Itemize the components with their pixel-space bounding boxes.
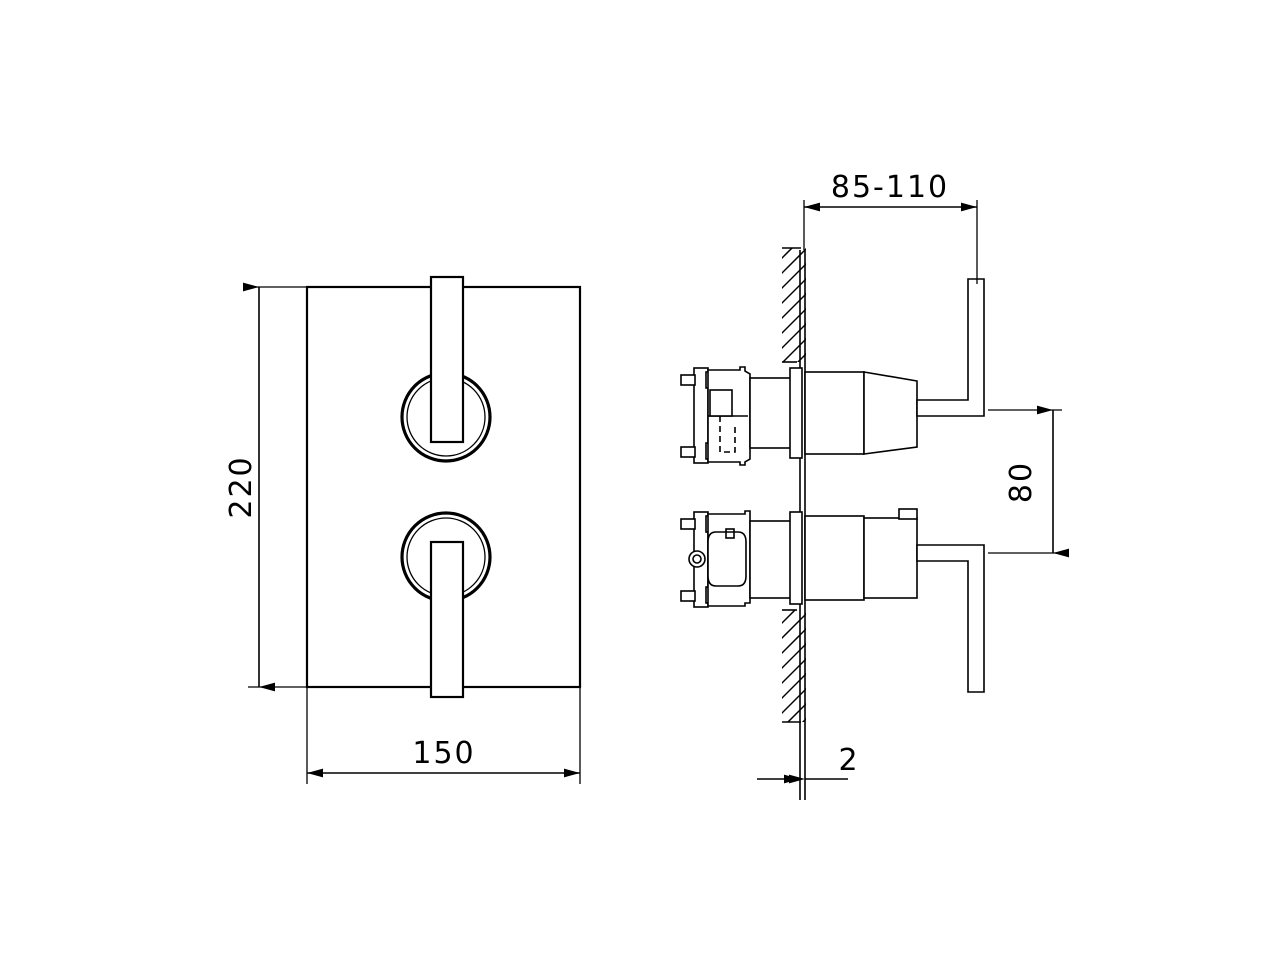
upper-escutcheon-collar [789, 367, 803, 459]
wall-hatch-upper [782, 248, 806, 362]
projection-dimension-label: 85-110 [831, 170, 949, 205]
dimension-width-150: 150 [306, 687, 581, 784]
upper-valve-internal-block [709, 389, 733, 417]
wall-section [782, 247, 806, 723]
lower-valve-thermo-capsule [707, 531, 747, 587]
lower-valve-thermo-marker [725, 528, 735, 539]
spacing-dimension-label: 80 [1004, 461, 1039, 503]
lower-escutcheon-collar [789, 511, 803, 605]
lower-valve-assembly [680, 508, 985, 693]
upper-valve-stud-top [680, 374, 696, 386]
lower-valve-barrel [749, 520, 796, 599]
lower-valve-outer-sleeve [804, 515, 865, 601]
upper-valve-stud-bottom [680, 446, 696, 458]
lower-valve-handle-hub [863, 517, 918, 599]
lower-valve-stud-bottom [680, 590, 696, 602]
dimension-height-220: 220 [224, 282, 312, 692]
height-dimension-label: 220 [224, 455, 259, 518]
thickness-dimension-label: 2 [838, 743, 859, 778]
upper-valve-internal-detail [719, 416, 736, 453]
upper-lever-handle [429, 275, 465, 444]
dimension-spacing-80: 80 [988, 405, 1069, 558]
lower-valve-stud-top [680, 518, 696, 530]
upper-valve-assembly [680, 278, 985, 466]
lower-valve-thermo-element [688, 550, 706, 568]
wall-hatch-lower [782, 610, 806, 722]
lower-valve-thermo-element-core [692, 554, 702, 564]
upper-valve-lever-arm [916, 278, 985, 417]
upper-valve-outer-sleeve [804, 371, 865, 455]
front-view-group: 220 150 [224, 275, 582, 784]
width-dimension-label: 150 [412, 736, 475, 771]
lower-lever-handle [429, 540, 465, 699]
upper-valve-barrel [749, 377, 796, 449]
lower-valve-lever-arm [916, 544, 985, 693]
dimension-projection-85-110: 85-110 [803, 170, 978, 284]
lower-valve-hub-nub [898, 508, 918, 520]
dimension-plate-thickness-2: 2 [757, 743, 859, 784]
side-view-group: 85-110 80 2 [680, 170, 1069, 800]
upper-valve-handle-hub [863, 371, 918, 455]
